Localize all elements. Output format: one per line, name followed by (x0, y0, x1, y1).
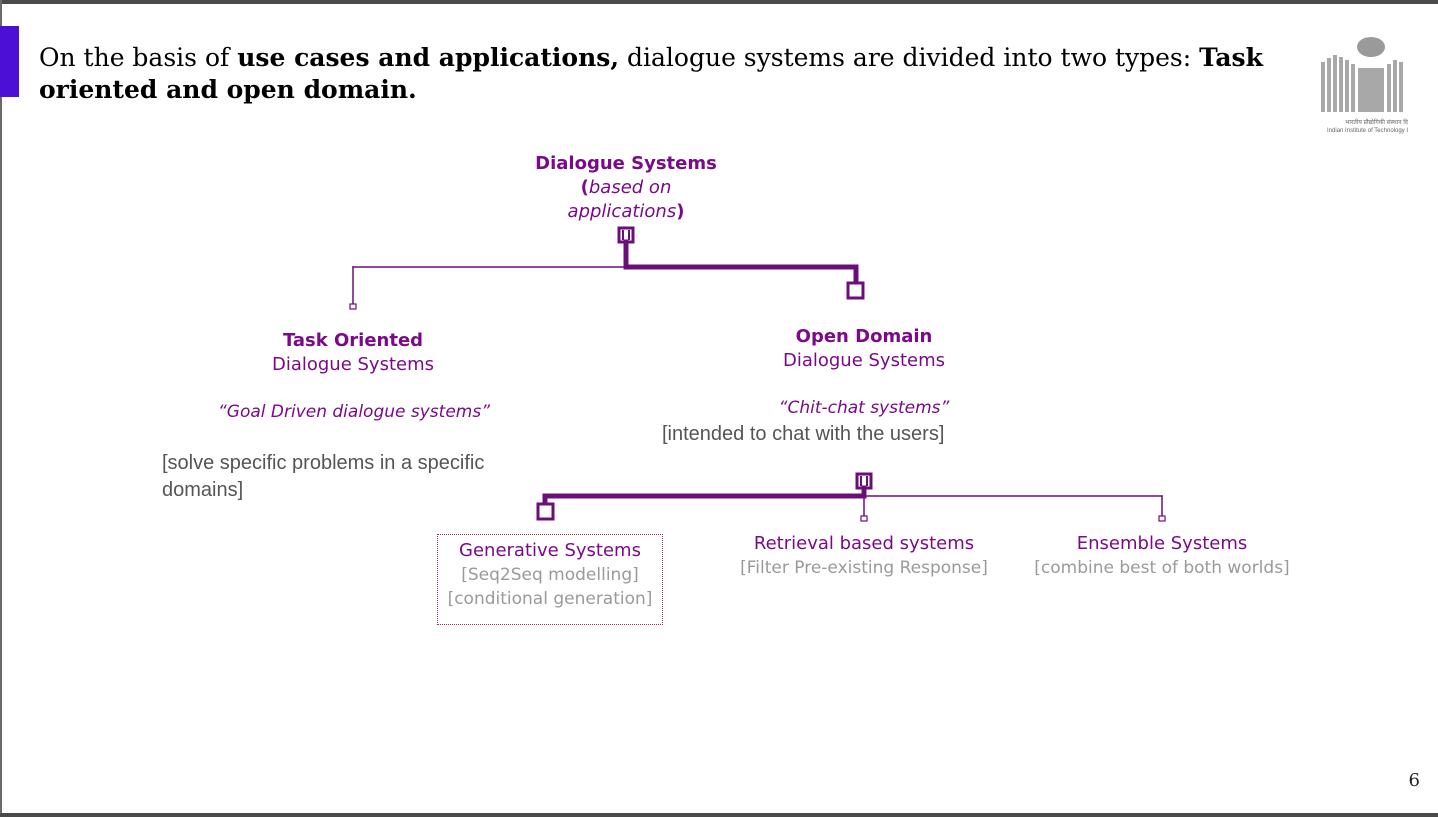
ensemble-detail: [combine best of both worlds] (1034, 558, 1290, 578)
iit-logo: भारतीय प्रौद्योगिकी संस्थान दि Indian In… (1300, 36, 1408, 144)
retrieval-node: Retrieval based systems [Filter Pre-exis… (724, 532, 1004, 580)
slide-top-border (0, 0, 1438, 4)
slide-headline: On the basis of use cases and applicatio… (39, 43, 1263, 104)
task-oriented-quote: “Goal Driven dialogue systems” (217, 402, 491, 422)
retrieval-title: Retrieval based systems (753, 533, 975, 554)
root-node: Dialogue Systems (based on applications) (526, 152, 726, 224)
generative-detail-1: [Seq2Seq modelling] (461, 565, 639, 585)
iit-logo-icon (1321, 37, 1403, 112)
slide-bottom-border (0, 813, 1438, 817)
root-subtitle: (based on applications) (567, 177, 685, 222)
page-number: 6 (1408, 770, 1420, 791)
slide-left-border (0, 0, 2, 817)
open-domain-title: Open Domain (795, 326, 933, 347)
generative-detail-2: [conditional generation] (447, 589, 653, 609)
task-oriented-subtitle: Dialogue Systems (271, 354, 435, 375)
generative-title: Generative Systems (459, 540, 641, 561)
open-domain-quote: “Chit-chat systems” (778, 398, 950, 418)
generative-node: Generative Systems [Seq2Seq modelling] [… (437, 539, 663, 611)
ensemble-connector-end (1158, 515, 1166, 522)
task-oriented-title: Task Oriented (282, 330, 424, 351)
root-title: Dialogue Systems (535, 153, 717, 174)
title-accent-bar (0, 26, 19, 97)
open-domain-subtitle: Dialogue Systems (782, 350, 946, 371)
retrieval-detail: [Filter Pre-existing Response] (740, 558, 988, 578)
retrieval-connector-end (860, 515, 868, 522)
generative-highlight-box (437, 534, 663, 625)
generative-connector-end (536, 502, 555, 521)
logo-text-hindi: भारतीय प्रौद्योगिकी संस्थान दि (1345, 120, 1408, 126)
open-domain-node: Open Domain Dialogue Systems (744, 325, 984, 373)
logo-text-english: Indian Institute of Technology I (1327, 128, 1408, 134)
task-oriented-connector-end (349, 303, 357, 310)
open-domain-note: [intended to chat with the users] (662, 423, 945, 445)
open-domain-connector-end (846, 281, 865, 300)
ensemble-title: Ensemble Systems (1076, 533, 1248, 554)
ensemble-node: Ensemble Systems [combine best of both w… (1022, 532, 1302, 580)
task-oriented-node: Task Oriented Dialogue Systems (233, 329, 473, 377)
task-oriented-note: [solve specific problems in a specific d… (162, 452, 485, 501)
